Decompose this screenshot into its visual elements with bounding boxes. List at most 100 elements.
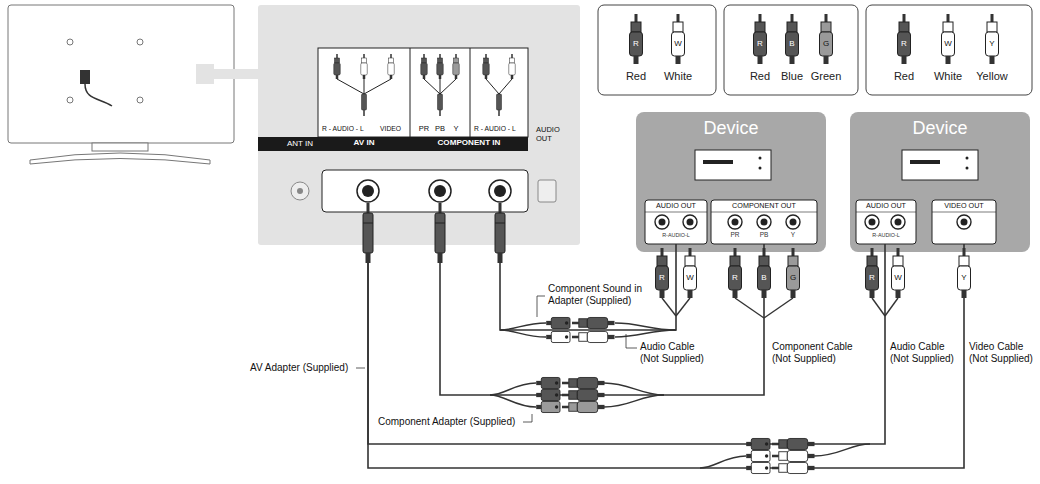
rca-plug: [684, 248, 697, 298]
plug-collar: [569, 403, 578, 412]
leader-line: [523, 414, 532, 422]
wire: [885, 298, 898, 316]
text-label: COMPONENT IN: [410, 138, 528, 147]
plug-tail: [608, 335, 615, 339]
rca-port: [655, 215, 669, 229]
rca-socket: [746, 462, 770, 473]
wire: [500, 323, 546, 330]
mount-hole: [137, 39, 143, 45]
text-label: PB: [760, 231, 769, 238]
plug-body: [421, 63, 428, 75]
text-label: Y: [791, 231, 795, 238]
plug-collar: [943, 22, 953, 32]
plug-collar: [899, 22, 909, 32]
wire: [814, 444, 870, 456]
plug-collar: [657, 256, 667, 266]
text-label: AUDIO OUT: [645, 202, 707, 210]
legend-text: Red: [750, 70, 770, 83]
plug-pin: [871, 248, 874, 256]
tv-panel-zoom: [258, 5, 580, 245]
vcr-led: [966, 157, 969, 160]
vcr-led: [759, 167, 762, 170]
socket-hole: [555, 405, 558, 408]
tv-back: [8, 5, 234, 143]
port-panel: [932, 200, 996, 244]
plug-tail: [808, 442, 815, 446]
plug-tail: [455, 75, 458, 79]
rca-plug: [772, 462, 815, 473]
mini-plug-pin: [439, 203, 442, 213]
plug-body: [483, 63, 490, 75]
plug-tail: [824, 56, 829, 64]
rca-plug: [630, 14, 643, 64]
power-cord: [85, 84, 112, 106]
plug-collar: [484, 58, 489, 63]
rca-plug: [866, 248, 879, 298]
plug-body: [453, 63, 460, 75]
rca-plug: [572, 317, 615, 328]
legend-text: Red: [626, 70, 646, 83]
plug-collar: [987, 22, 997, 32]
text-label: PB: [435, 125, 445, 134]
plug-collar: [631, 22, 641, 32]
socket-tail: [536, 381, 541, 385]
rca-plug: [786, 14, 799, 64]
plug-collar: [569, 391, 578, 400]
mini-plug-ring: [363, 223, 373, 224]
socket-hole: [555, 393, 558, 396]
plug-tail: [439, 75, 442, 79]
plug-collar: [454, 58, 459, 63]
icon-wire: [364, 79, 391, 94]
plug-body: [509, 63, 516, 75]
plug-body: [388, 63, 395, 75]
antenna-jack: [291, 182, 309, 200]
mini-plug: [438, 94, 443, 116]
antenna-jack-pin: [297, 188, 303, 194]
plug-tail: [762, 290, 767, 298]
av-in-jack: [357, 180, 379, 202]
plug-pin: [677, 14, 680, 22]
text-label: AV IN: [318, 138, 410, 147]
socket-body: [751, 438, 770, 449]
plug-pin: [562, 382, 569, 385]
plug-letter: W: [686, 273, 694, 282]
rca-plug: [892, 248, 905, 298]
mini-plug-body: [435, 213, 445, 253]
plug-body: [587, 317, 607, 328]
plug-pin: [792, 248, 795, 256]
tv-panel-lower: [258, 151, 580, 243]
plug-body: [787, 450, 807, 461]
socket-tail: [546, 335, 551, 339]
plug-tail: [870, 290, 875, 298]
plug-collar: [422, 58, 427, 63]
audio-out-jack: [538, 180, 556, 202]
plug-collar: [755, 22, 765, 32]
plug-tail: [608, 321, 615, 325]
icon-wire: [486, 79, 499, 94]
plug-body: [754, 32, 767, 56]
plug-tail: [660, 290, 665, 298]
panel-rule: [711, 212, 817, 213]
wire: [604, 395, 664, 407]
jack-label-plate: [318, 48, 528, 137]
plug-letter: G: [790, 273, 796, 282]
plug-letter: W: [674, 39, 682, 48]
plug-body: [786, 32, 799, 56]
text-label: VIDEO OUT: [932, 202, 996, 210]
plug-pin: [763, 248, 766, 256]
jack-hole: [494, 185, 506, 197]
mount-hole: [67, 97, 73, 103]
mini-plug-pin: [363, 110, 365, 116]
leader-line: [356, 368, 365, 369]
rca-socket: [536, 401, 560, 412]
icon-wire: [364, 79, 365, 94]
zoom-pointer: [196, 64, 214, 84]
plug-pin: [572, 336, 579, 339]
plug-tail: [962, 290, 967, 298]
wire: [735, 298, 764, 318]
plug-tail: [598, 393, 605, 397]
plug-body: [758, 266, 771, 290]
wire: [676, 298, 690, 316]
mini-plug-body: [362, 94, 367, 110]
plug-body: [820, 32, 833, 56]
